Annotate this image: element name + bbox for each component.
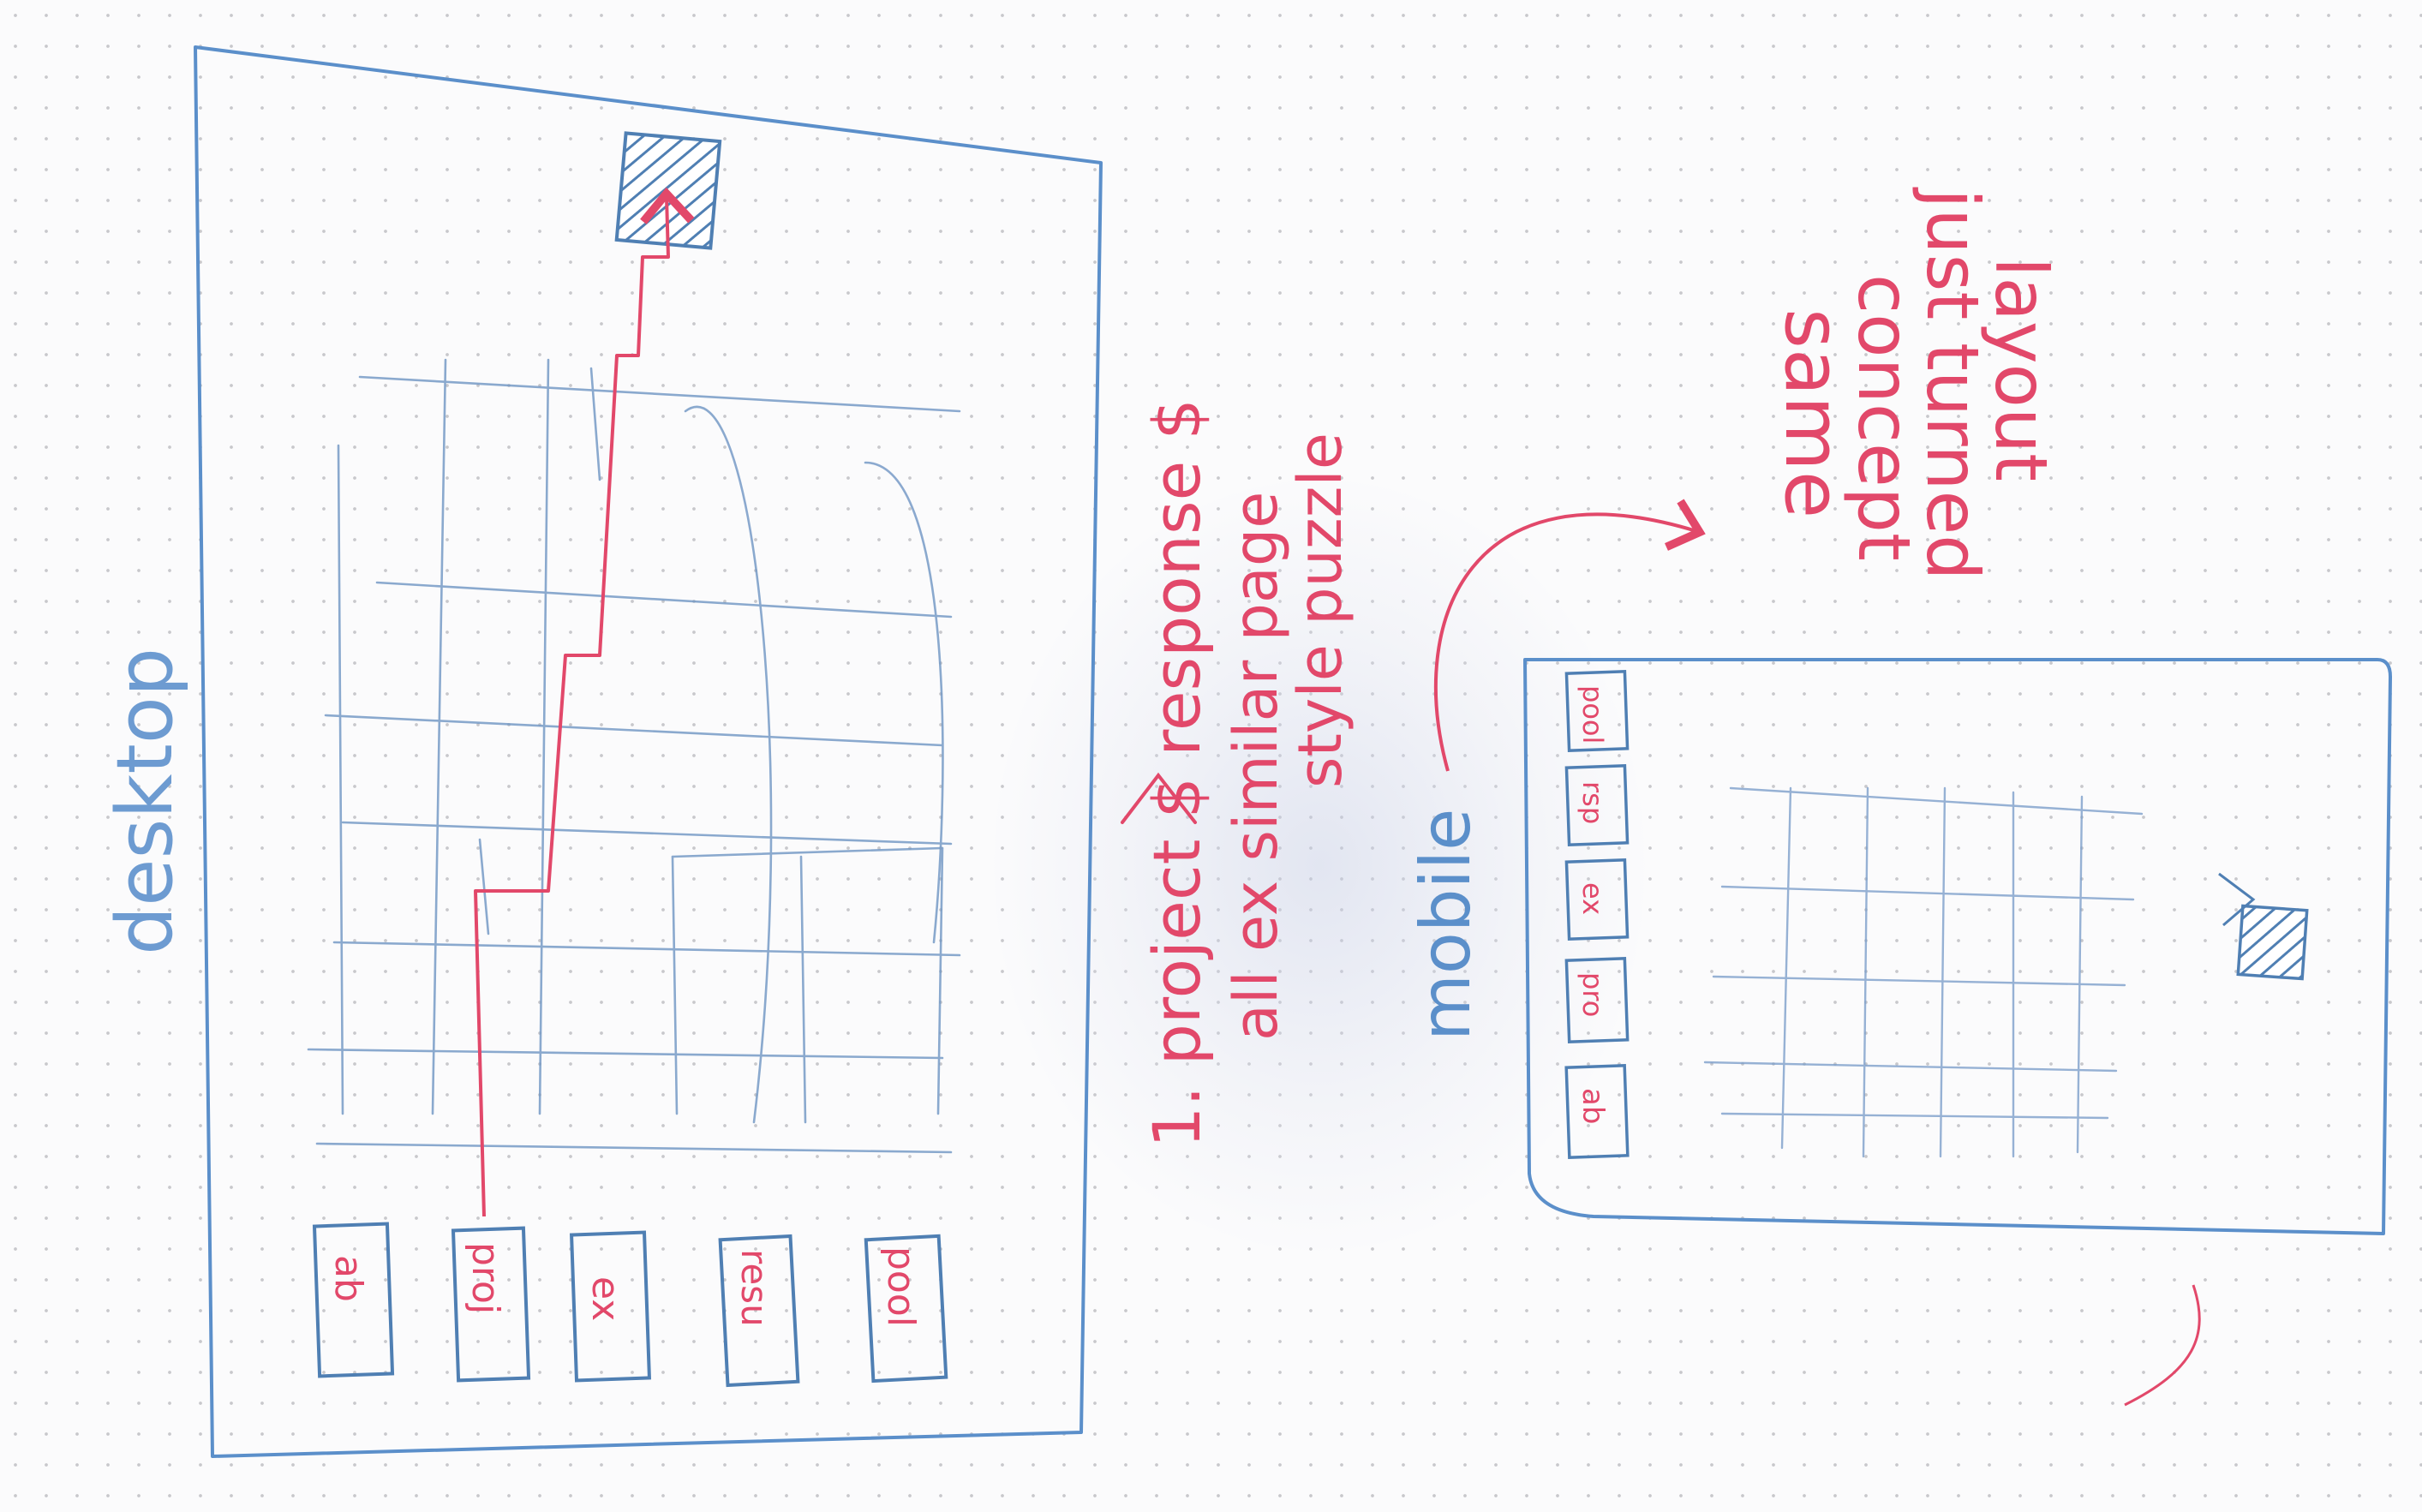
mobile-target <box>2218 872 2309 981</box>
mobile-nav-item-pool[interactable]: pool <box>1564 670 1630 752</box>
desktop-content-grid <box>307 358 961 1154</box>
desktop-nav-item-pool[interactable]: pool <box>864 1234 948 1384</box>
project-note: 1. project $ response $ all ex similar p… <box>1121 398 1355 1148</box>
stray-red-stroke <box>2124 1284 2201 1407</box>
mobile-nav-label: ex <box>1576 882 1609 915</box>
same-line-1: same <box>1767 308 1857 518</box>
note-line-1: 1. project $ response $ <box>1139 398 1215 1148</box>
desktop-nav-label: ab <box>326 1255 370 1302</box>
desktop-frame <box>194 45 1103 1458</box>
note-line-3: style puzzle <box>1285 433 1355 788</box>
mobile-nav-item-ab[interactable]: ab <box>1564 1064 1630 1159</box>
mobile-nav: ab pro ex rsp pool <box>1564 670 1630 1159</box>
same-line-4: layout <box>1979 257 2063 481</box>
mobile-nav-item-pro[interactable]: pro <box>1564 957 1630 1043</box>
desktop-nav-item-ex[interactable]: ex <box>569 1230 652 1383</box>
note-line-2: all ex similar page <box>1221 492 1291 1041</box>
mobile-nav-item-rsp[interactable]: rsp <box>1564 764 1630 846</box>
desktop-nav-label: proj <box>463 1242 507 1314</box>
desktop-nav-item-proj[interactable]: proj <box>451 1226 531 1383</box>
desktop-label: desktop <box>100 648 190 955</box>
desktop-nav-label: resu <box>733 1249 775 1327</box>
mobile-frame <box>1523 658 2392 1235</box>
desktop-nav-label: pool <box>879 1246 923 1327</box>
mobile-nav-label: rsp <box>1576 781 1609 824</box>
desktop-nav: ab proj ex resu pool <box>312 1222 948 1388</box>
mobile-label: mobile <box>1406 809 1486 1041</box>
mobile-nav-label: ab <box>1576 1088 1610 1124</box>
desktop-nav-item-ab[interactable]: ab <box>312 1222 395 1378</box>
note-caret-icon <box>1121 772 1197 824</box>
same-line-3: just turned <box>1911 187 1994 580</box>
same-line-2: concept <box>1842 274 1926 561</box>
desktop-nav-item-resu[interactable]: resu <box>718 1234 800 1388</box>
mobile-to-note-arrow <box>1433 499 1706 772</box>
mobile-content-grid <box>1703 786 2144 1158</box>
desktop-staircase-arrow <box>474 187 695 1217</box>
desktop-nav-label: ex <box>583 1276 627 1321</box>
mobile-nav-label: pool <box>1576 685 1609 744</box>
same-concept-note: same concept just turned layout <box>1767 187 2063 580</box>
mobile-nav-label: pro <box>1576 972 1609 1017</box>
mobile-nav-item-ex[interactable]: ex <box>1564 858 1630 941</box>
